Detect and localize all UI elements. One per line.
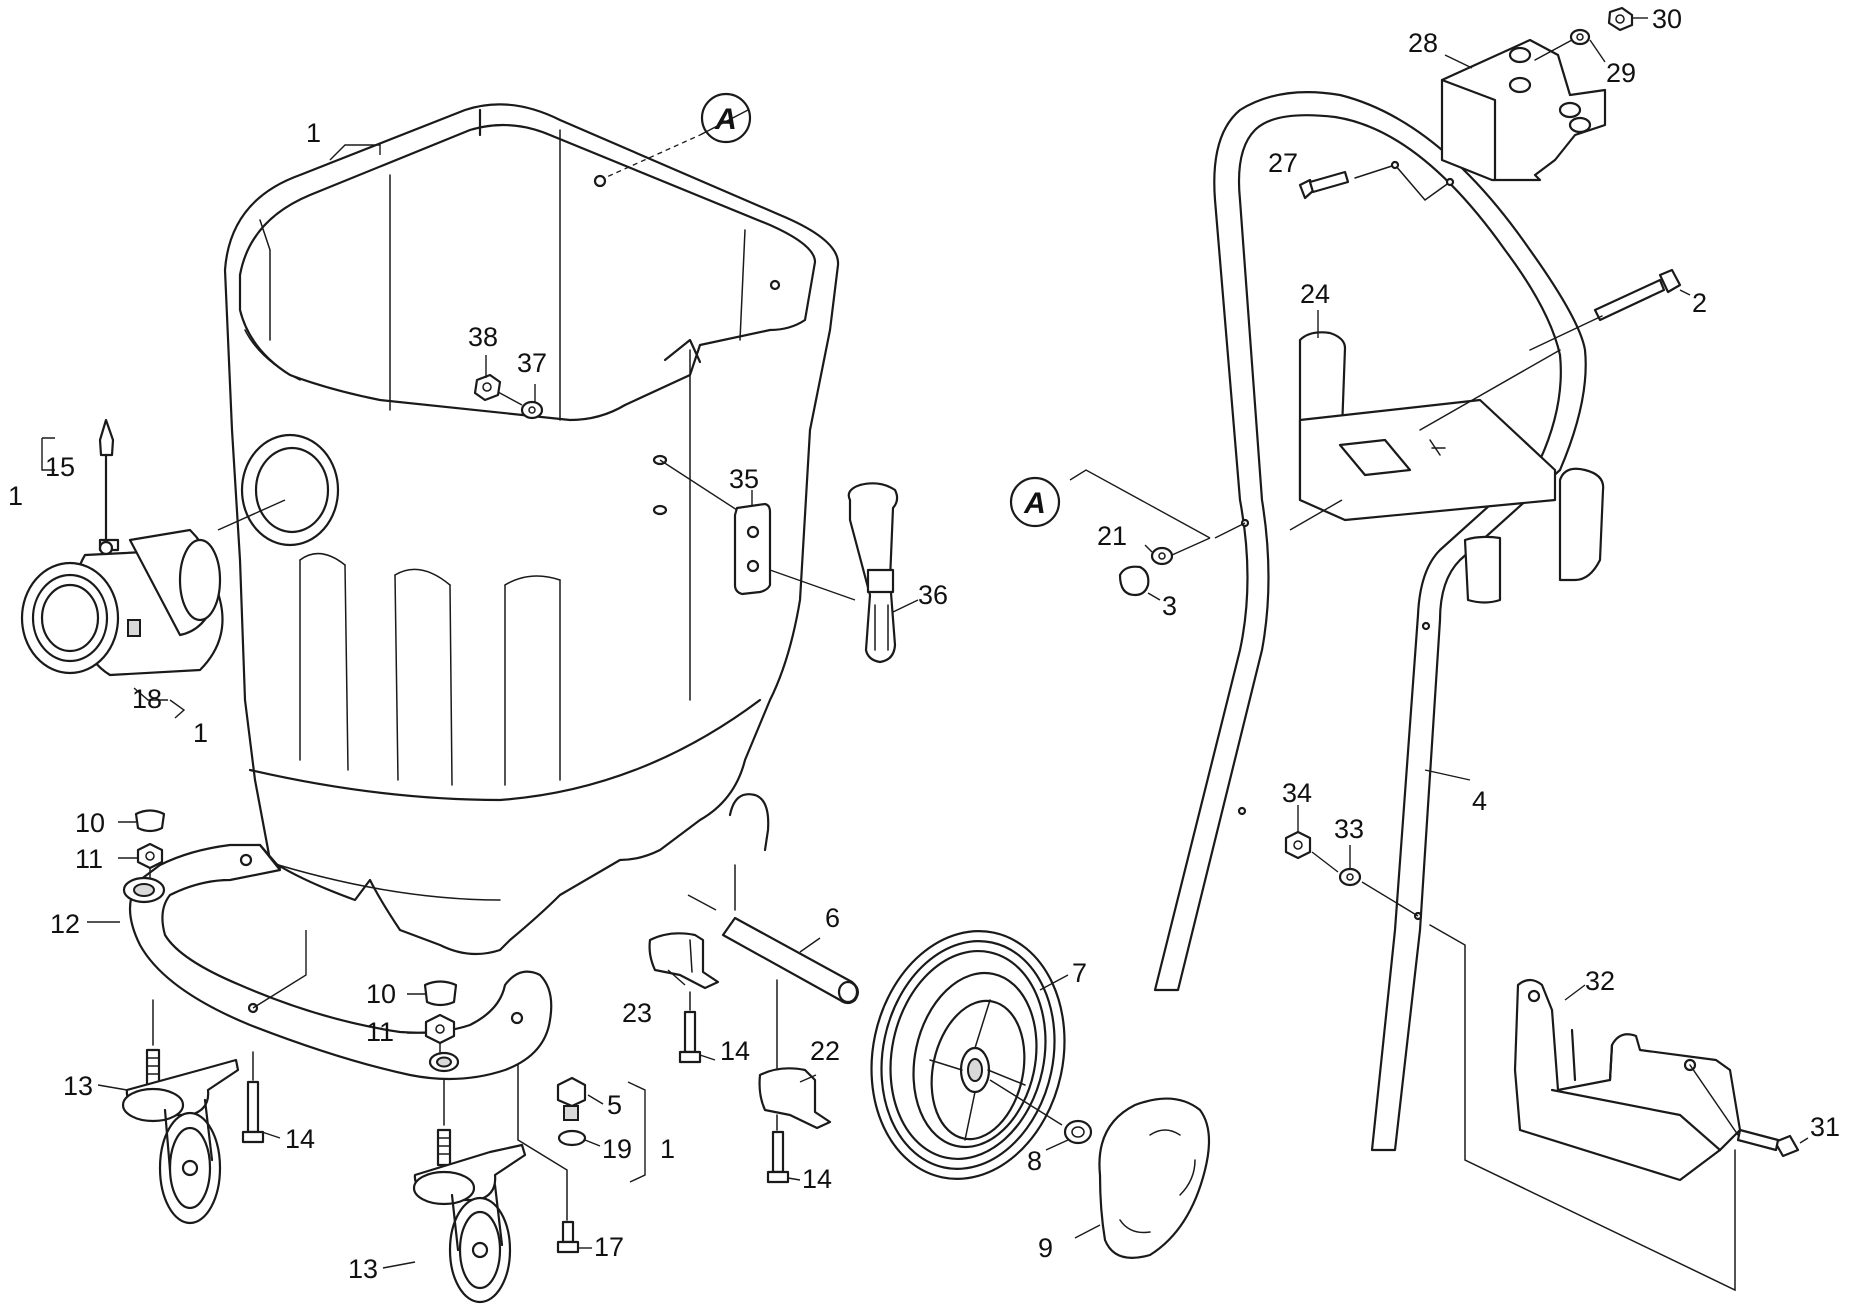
callout: 10 — [75, 808, 105, 838]
reference-A-handle: A — [1009, 476, 1061, 528]
reference-label: A — [714, 103, 737, 136]
callout: 2 — [1692, 288, 1707, 318]
chassis-frame — [122, 843, 553, 1081]
callout: 19 — [602, 1134, 632, 1164]
clip-22 — [758, 979, 832, 1184]
bolt-14-left — [241, 1051, 281, 1144]
callout: 10 — [366, 979, 396, 1009]
handle-frame-4 — [1153, 91, 1587, 1152]
callout: 30 — [1652, 4, 1682, 34]
callout: 11 — [75, 844, 103, 874]
callout: 35 — [729, 464, 759, 494]
callout: 18 — [132, 684, 162, 714]
bracket-28 — [1440, 38, 1607, 182]
callout: 22 — [810, 1036, 840, 1066]
callout: 23 — [622, 998, 652, 1028]
callout: 1 — [8, 481, 23, 511]
callout: 3 — [1162, 591, 1177, 621]
callout: 34 — [1282, 778, 1312, 808]
callout: 15 — [45, 452, 75, 482]
callout: 9 — [1038, 1233, 1053, 1263]
hose-holder-24 — [1289, 310, 1605, 604]
hub-cap-9 — [1074, 1097, 1211, 1259]
wheel-7 — [870, 930, 1069, 1180]
callout: 28 — [1408, 28, 1438, 58]
callout: 12 — [50, 909, 80, 939]
callout: 36 — [918, 580, 948, 610]
washer-8 — [989, 1079, 1093, 1151]
callout: 5 — [607, 1090, 622, 1120]
callout: 29 — [1606, 58, 1636, 88]
callout: 1 — [306, 118, 321, 148]
plug-nut-mid — [407, 980, 458, 1055]
callout: 21 — [1097, 521, 1127, 551]
callout: 13 — [63, 1071, 93, 1101]
callout: 31 — [1810, 1112, 1840, 1142]
nut-34-washer-33 — [1284, 805, 1419, 917]
callout: 11 — [366, 1017, 394, 1047]
caster-left — [97, 999, 240, 1225]
washer-29-nut-30 — [1534, 6, 1648, 63]
callout: 14 — [720, 1036, 750, 1066]
bolt-27 — [1298, 160, 1455, 202]
callout: 1 — [193, 718, 208, 748]
caster-bottom — [382, 1079, 527, 1304]
bolt-17 — [517, 1064, 592, 1254]
callout: 8 — [1027, 1146, 1042, 1176]
screw-5-ring-19 — [556, 1076, 646, 1183]
callout: 7 — [1072, 958, 1087, 988]
rubber-pad-35 — [659, 459, 856, 601]
callout: 1 — [660, 1134, 675, 1164]
bracket-1-top — [329, 144, 381, 161]
callout: 24 — [1300, 279, 1330, 309]
reference-A-container: A — [700, 92, 752, 144]
tray-bracket-32 — [1513, 978, 1742, 1182]
callout: 4 — [1472, 786, 1487, 816]
callout: 32 — [1585, 966, 1615, 996]
callout: 6 — [825, 903, 840, 933]
callout: 33 — [1334, 814, 1364, 844]
callout: 17 — [594, 1232, 624, 1262]
latch-36 — [847, 482, 919, 664]
reference-label: A — [1023, 487, 1046, 520]
plug-nut-top — [118, 809, 166, 879]
inlet-adapter — [20, 418, 224, 677]
clip-23 — [648, 932, 720, 1064]
callout: 38 — [468, 322, 498, 352]
callout: 14 — [285, 1124, 315, 1154]
callout: 13 — [348, 1254, 378, 1284]
nut-washer-37-38 — [473, 355, 544, 420]
callout: 37 — [517, 348, 547, 378]
callout: 27 — [1268, 148, 1298, 178]
nut-3-washer-21 — [1069, 469, 1246, 601]
bolt-31 — [1429, 924, 1809, 1292]
bolt-2 — [1419, 268, 1691, 431]
callout-labels: 1 1 1 1 2 3 4 5 6 7 8 9 10 10 11 11 12 1… — [8, 4, 1840, 1284]
callout: 14 — [802, 1164, 832, 1194]
axle-6 — [687, 864, 859, 1005]
